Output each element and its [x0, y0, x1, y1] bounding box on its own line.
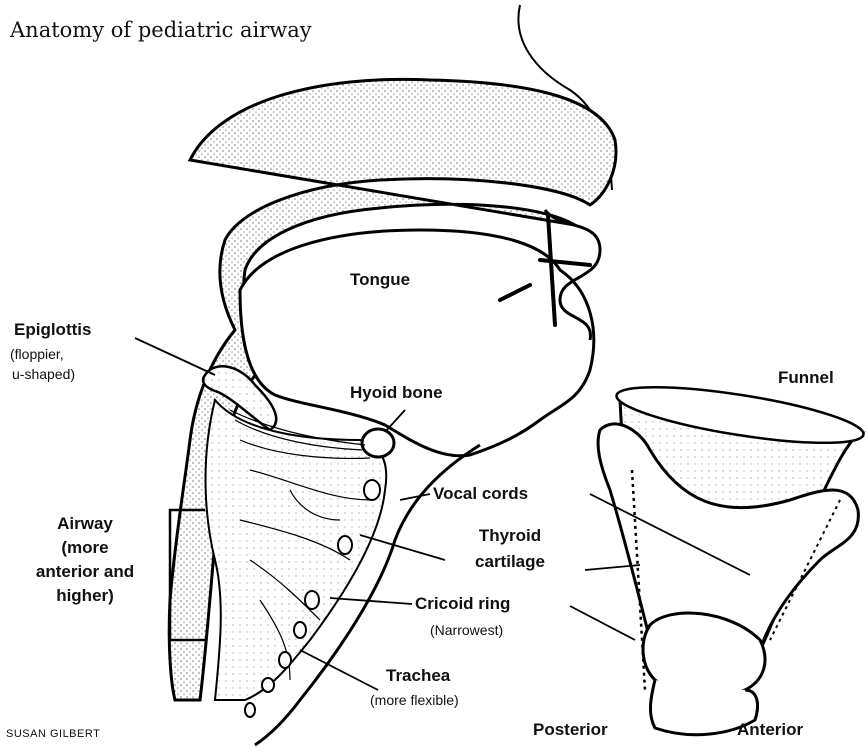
thyroid-label-line2: cartilage: [440, 552, 580, 572]
funnel-label: Funnel: [778, 368, 834, 388]
thyroid-label-line1: Thyroid: [440, 526, 580, 546]
larynx-tissue: [206, 400, 387, 700]
hyoid-bone-label: Hyoid bone: [350, 383, 443, 403]
tongue-shape: [240, 230, 594, 456]
trachea-note: (more flexible): [370, 692, 459, 708]
airway-note-line3: higher): [20, 586, 150, 606]
hyoid-bone-shape: [362, 429, 394, 457]
epiglottis-pointer: [135, 338, 215, 375]
cricoid-ring-label: Cricoid ring: [415, 594, 510, 614]
epiglottis-note-line1: (floppier,: [10, 346, 64, 362]
airway-label: Airway: [20, 514, 150, 534]
diagram-title: Anatomy of pediatric airway: [10, 18, 312, 42]
cricoid-pointer-right: [570, 606, 635, 640]
thyroid-pointer-left: [360, 535, 445, 560]
anterior-label: Anterior: [737, 720, 803, 740]
airway-note-line2: anterior and: [8, 562, 162, 582]
cricoid-note: (Narrowest): [430, 622, 503, 638]
epiglottis-note-line2: u-shaped): [12, 366, 75, 382]
airway-note-line1: (more: [20, 538, 150, 558]
illustrator-credit: SUSAN GILBERT: [6, 728, 100, 740]
epiglottis-label: Epiglottis: [14, 320, 91, 340]
trachea-label: Trachea: [386, 666, 450, 686]
tongue-label: Tongue: [350, 270, 410, 290]
vocal-cords-label: Vocal cords: [433, 484, 528, 504]
vocal-cords-pointer-left: [400, 494, 430, 500]
posterior-label: Posterior: [533, 720, 608, 740]
